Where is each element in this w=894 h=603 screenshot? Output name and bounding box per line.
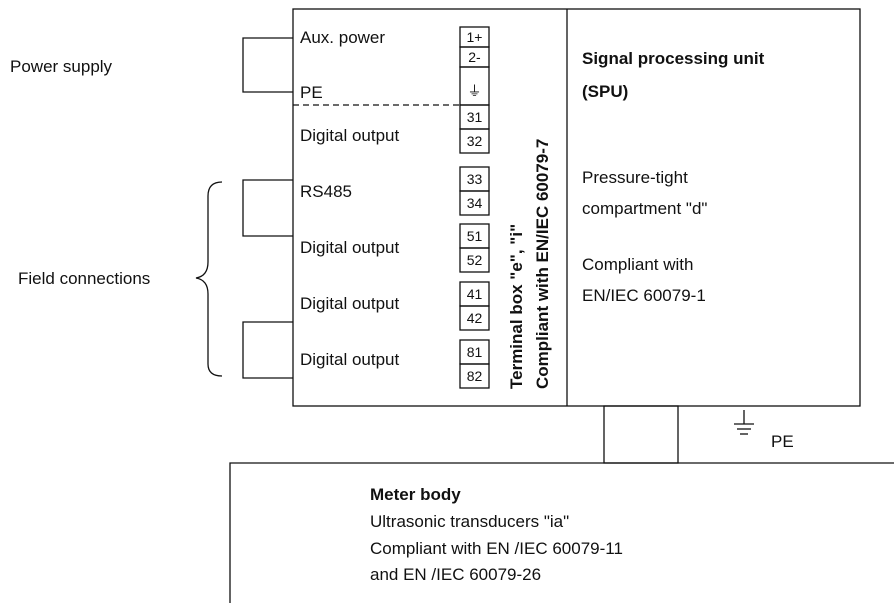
spu-abbreviation: (SPU) <box>582 82 628 101</box>
aux-power-label: Aux. power <box>300 28 385 47</box>
terminal-numbers: 1+ 2- ⏚ 31 32 33 34 51 52 41 42 81 82 <box>467 29 483 384</box>
terminal-block <box>459 26 490 389</box>
digital-output-label: Digital output <box>300 350 400 369</box>
pe-ground-label: PE <box>771 432 794 451</box>
pressure-tight-label: Pressure-tight <box>582 168 688 187</box>
digital-output-label: Digital output <box>300 238 400 257</box>
terminal-number: 1+ <box>467 29 483 45</box>
pressure-tight-label: compartment "d" <box>582 199 707 218</box>
terminal-cell <box>459 190 490 216</box>
terminal-number: 31 <box>467 109 483 125</box>
terminal-box-compliance: Compliant with EN/IEC 60079-7 <box>533 139 552 389</box>
spu-compliance-label: EN/IEC 60079-1 <box>582 286 706 305</box>
meter-body-line: Compliant with EN /IEC 60079-11 <box>370 539 623 558</box>
digital-output-bracket <box>242 321 293 379</box>
spu-title: Signal processing unit <box>582 49 765 68</box>
terminal-number: 52 <box>467 252 483 268</box>
pe-label: PE <box>300 83 323 102</box>
terminal-number: 32 <box>467 133 483 149</box>
meter-body-title: Meter body <box>370 485 461 504</box>
terminal-cell <box>459 305 490 331</box>
ground-terminal-symbol: ⏚ <box>468 83 482 99</box>
terminal-number: 33 <box>467 171 483 187</box>
meter-body-line: and EN /IEC 60079-26 <box>370 565 541 584</box>
field-connections-label: Field connections <box>18 269 150 288</box>
terminal-box-label: Terminal box "e", "i" <box>507 224 526 389</box>
terminal-number: 81 <box>467 344 483 360</box>
terminal-number: 41 <box>467 286 483 302</box>
terminal-cell <box>459 247 490 273</box>
terminal-number: 82 <box>467 368 483 384</box>
terminal-number: 2- <box>468 49 481 65</box>
meter-body-frame <box>229 462 894 603</box>
ground-icon <box>734 410 754 435</box>
neck-connector <box>603 405 679 464</box>
digital-output-label: Digital output <box>300 126 400 145</box>
rs485-bracket <box>242 179 293 237</box>
housing-frame <box>292 8 861 407</box>
terminal-number: 34 <box>467 195 483 211</box>
spu-compliance-label: Compliant with <box>582 255 694 274</box>
power-supply-label: Power supply <box>10 57 113 76</box>
terminal-cell <box>459 128 490 154</box>
power-supply-bracket <box>242 37 293 93</box>
terminal-number: 42 <box>467 310 483 326</box>
rs485-label: RS485 <box>300 182 352 201</box>
field-connections-brace <box>195 181 223 377</box>
terminal-cell <box>459 363 490 389</box>
digital-output-label: Digital output <box>300 294 400 313</box>
terminal-number: 51 <box>467 228 483 244</box>
meter-body-line: Ultrasonic transducers "ia" <box>370 512 569 531</box>
